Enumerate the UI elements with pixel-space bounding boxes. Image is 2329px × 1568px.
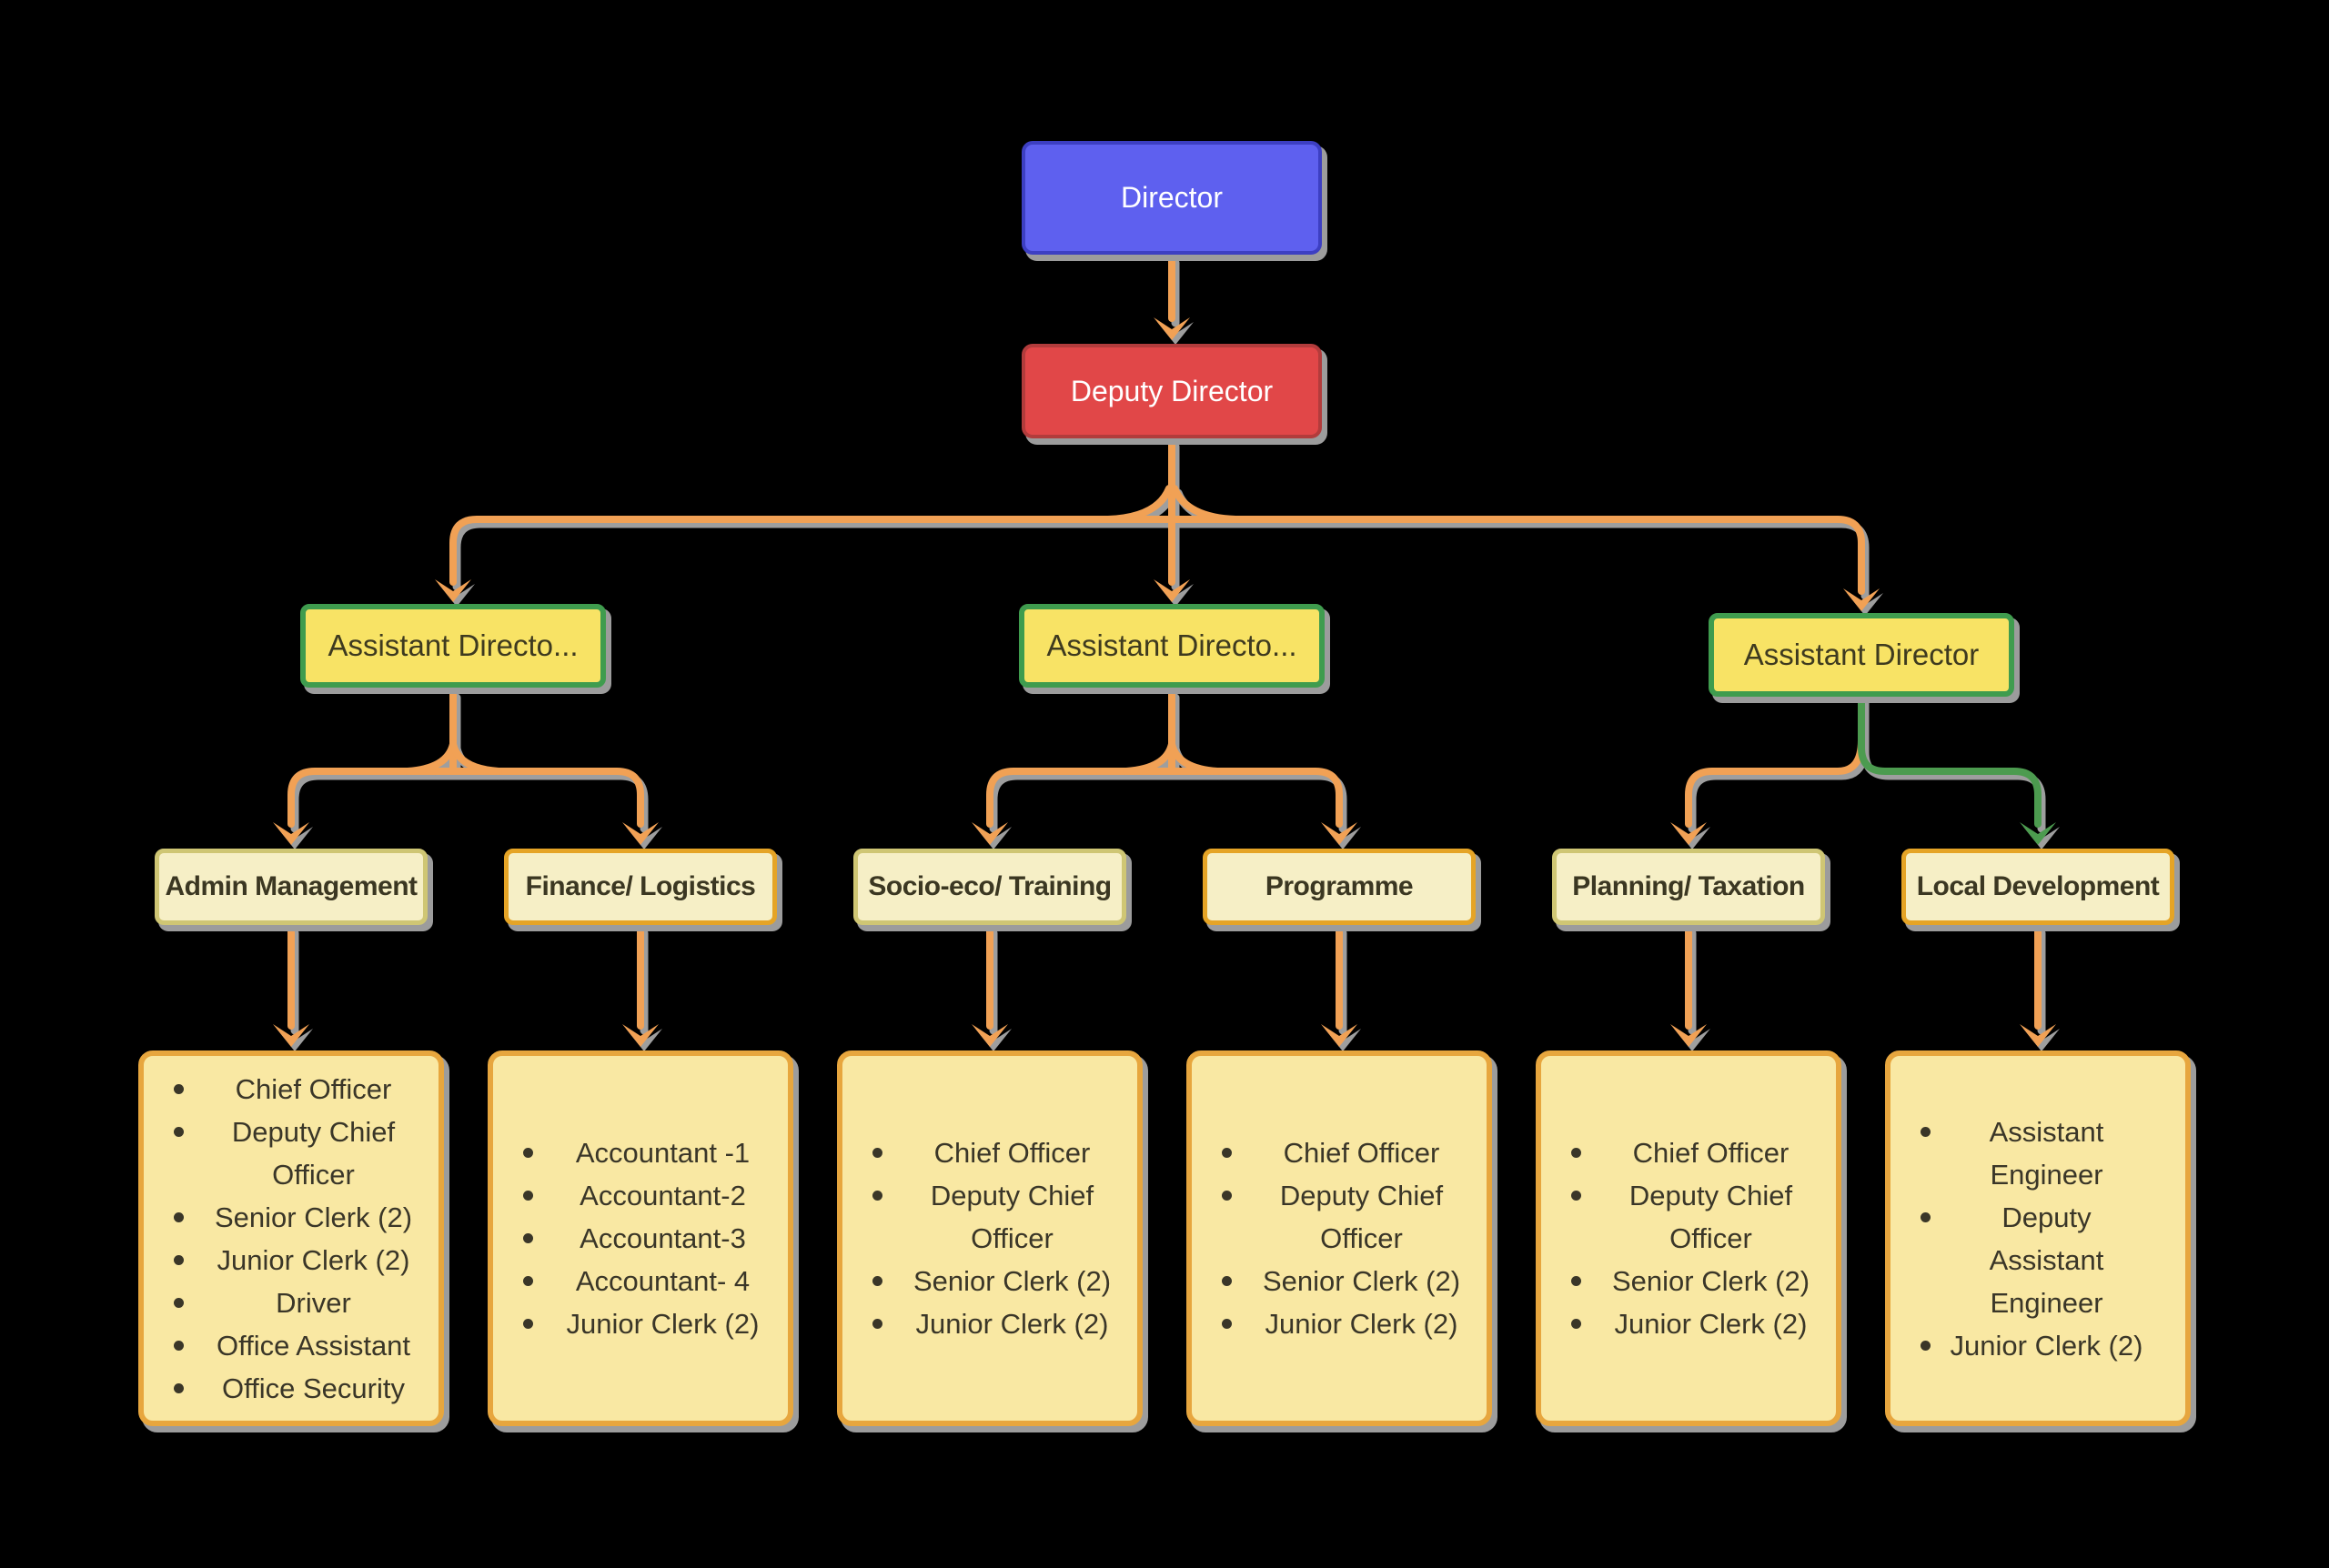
staff-list-item: Senior Clerk (2) [1565, 1260, 1823, 1302]
connector-finance-to-staff[interactable] [622, 925, 662, 1051]
staff-list-item: Junior Clerk (2) [866, 1302, 1124, 1345]
staff-list: Chief Officer Deputy Chief Officer Senio… [144, 1068, 439, 1410]
connector-assistant3-to-local-development[interactable] [1858, 693, 2060, 849]
staff-list-item: Junior Clerk (2) [1914, 1324, 2145, 1367]
staff-list-item: Deputy Chief Officer [866, 1174, 1124, 1260]
node-deputy-director-label: Deputy Director [1070, 374, 1274, 407]
staff-list-item: Accountant -1 [517, 1131, 775, 1174]
staff-list-item: Office Assistant [167, 1324, 426, 1367]
staff-list-item: Junior Clerk (2) [1565, 1302, 1823, 1345]
dept-label: Admin Management [165, 871, 418, 901]
node-staff-socio-eco[interactable]: Chief Officer Deputy Chief Officer Senio… [837, 1050, 1143, 1426]
node-dept-socio-eco-training[interactable]: Socio-eco/ Training [853, 849, 1126, 925]
staff-list: Chief Officer Deputy Chief Officer Senio… [1192, 1131, 1487, 1345]
staff-list: Assistant Engineer Deputy Assistant Engi… [1890, 1111, 2185, 1367]
node-dept-local-development[interactable]: Local Development [1901, 849, 2174, 925]
node-dept-planning-taxation[interactable]: Planning/ Taxation [1552, 849, 1825, 925]
staff-list-item: Accountant-3 [517, 1217, 775, 1260]
connector-assistant1-split[interactable] [273, 689, 662, 849]
staff-list-item: Office Security [167, 1367, 426, 1410]
node-staff-programme[interactable]: Chief Officer Deputy Chief Officer Senio… [1186, 1050, 1492, 1426]
staff-list: Accountant -1 Accountant-2 Accountant-3 … [493, 1131, 788, 1345]
node-staff-admin[interactable]: Chief Officer Deputy Chief Officer Senio… [138, 1050, 444, 1426]
connector-socio-to-staff[interactable] [972, 925, 1012, 1051]
node-assistant-director-2[interactable]: Assistant Directo... [1019, 604, 1325, 688]
connector-assistant2-split[interactable] [972, 689, 1361, 849]
connector-director-to-deputy[interactable] [1154, 255, 1194, 345]
staff-list-item: Senior Clerk (2) [167, 1196, 426, 1239]
staff-list-item: Chief Officer [1215, 1131, 1474, 1174]
dept-label: Planning/ Taxation [1572, 871, 1805, 901]
staff-list-item: Deputy Assistant Engineer [1914, 1196, 2145, 1324]
staff-list-item: Deputy Chief Officer [1565, 1174, 1823, 1260]
node-deputy-director[interactable]: Deputy Director [1022, 344, 1322, 438]
dept-label: Finance/ Logistics [525, 871, 756, 901]
staff-list: Chief Officer Deputy Chief Officer Senio… [842, 1131, 1137, 1345]
node-staff-local-development[interactable]: Assistant Engineer Deputy Assistant Engi… [1885, 1050, 2191, 1426]
node-assistant-director-2-label: Assistant Directo... [1046, 628, 1297, 662]
dept-label: Local Development [1916, 871, 2160, 901]
staff-list-item: Chief Officer [1565, 1131, 1823, 1174]
staff-list-item: Deputy Chief Officer [1215, 1174, 1474, 1260]
connector-localdev-to-staff[interactable] [2020, 925, 2060, 1051]
dept-label: Socio-eco/ Training [868, 871, 1112, 901]
node-dept-admin-management[interactable]: Admin Management [155, 849, 428, 925]
connector-assistant3-to-planning[interactable] [1670, 737, 1870, 849]
node-dept-finance-logistics[interactable]: Finance/ Logistics [504, 849, 777, 925]
staff-list-item: Accountant- 4 [517, 1260, 775, 1302]
staff-list-item: Deputy Chief Officer [167, 1111, 426, 1196]
staff-list-item: Junior Clerk (2) [167, 1239, 426, 1282]
staff-list-item: Junior Clerk (2) [517, 1302, 775, 1345]
node-assistant-director-3[interactable]: Assistant Director [1709, 613, 2014, 697]
staff-list-item: Accountant-2 [517, 1174, 775, 1217]
staff-list-item: Senior Clerk (2) [866, 1260, 1124, 1302]
node-assistant-director-3-label: Assistant Director [1743, 638, 1980, 671]
staff-list-item: Chief Officer [167, 1068, 426, 1111]
connector-admin-to-staff[interactable] [273, 925, 313, 1051]
node-director[interactable]: Director [1022, 141, 1322, 255]
dept-label: Programme [1265, 871, 1414, 901]
node-assistant-director-1-label: Assistant Directo... [328, 628, 579, 662]
staff-list-item: Assistant Engineer [1914, 1111, 2145, 1196]
node-dept-programme[interactable]: Programme [1203, 849, 1476, 925]
staff-list-item: Junior Clerk (2) [1215, 1302, 1474, 1345]
staff-list-item: Chief Officer [866, 1131, 1124, 1174]
connector-planning-to-staff[interactable] [1670, 925, 1710, 1051]
node-director-label: Director [1120, 181, 1223, 214]
staff-list-item: Senior Clerk (2) [1215, 1260, 1474, 1302]
node-assistant-director-1[interactable]: Assistant Directo... [300, 604, 606, 688]
node-staff-planning[interactable]: Chief Officer Deputy Chief Officer Senio… [1536, 1050, 1841, 1426]
node-staff-finance[interactable]: Accountant -1 Accountant-2 Accountant-3 … [488, 1050, 793, 1426]
staff-list-item: Driver [167, 1282, 426, 1324]
staff-list: Chief Officer Deputy Chief Officer Senio… [1541, 1131, 1836, 1345]
connector-deputy-to-assistants[interactable] [435, 438, 1883, 616]
connector-programme-to-staff[interactable] [1321, 925, 1361, 1051]
